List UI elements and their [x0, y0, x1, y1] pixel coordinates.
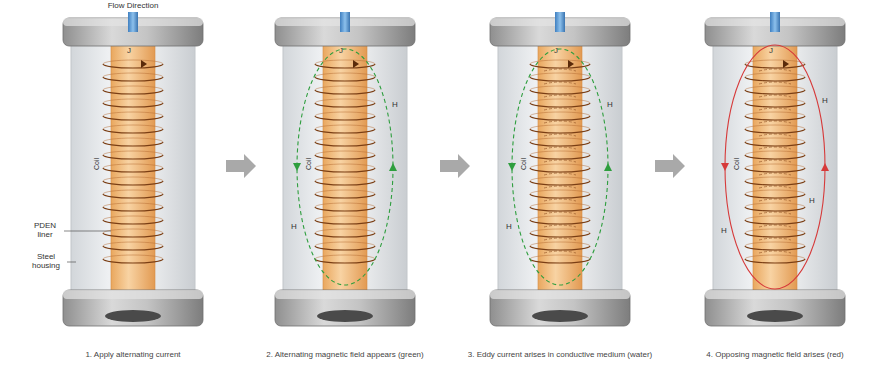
- field-symbol: H: [807, 196, 817, 205]
- coil-label: Coil: [520, 149, 528, 179]
- field-symbol: H: [504, 222, 514, 231]
- eddy-current: [759, 69, 791, 253]
- coil-winding: [530, 60, 590, 263]
- field-symbol: H: [390, 100, 400, 109]
- step-arrows: [226, 154, 685, 178]
- part-label: PDEN liner: [28, 221, 62, 239]
- step-caption: 1. Apply alternating current: [28, 350, 238, 359]
- leader-lines: [64, 231, 111, 262]
- field-symbol: H: [719, 226, 729, 235]
- current-symbol: J: [336, 46, 346, 55]
- coil-label: Coil: [733, 149, 741, 179]
- step-caption: 3. Eddy current arises in conductive med…: [455, 350, 665, 359]
- magnetic-field-line: [293, 49, 397, 285]
- coil-winding: [315, 60, 375, 263]
- current-symbol: J: [766, 46, 776, 55]
- field-symbol: H: [289, 222, 299, 231]
- flow-direction-label: Flow Direction: [88, 1, 178, 10]
- step-caption: 2. Alternating magnetic field appears (g…: [240, 350, 450, 359]
- current-symbol: J: [124, 46, 134, 55]
- coil-winding: [745, 60, 805, 263]
- coil-winding: [103, 60, 163, 263]
- part-label: Steel housing: [26, 252, 66, 270]
- magnetic-field-line: [508, 49, 612, 285]
- step-caption: 4. Opposing magnetic field arises (red): [670, 350, 880, 359]
- coil-label: Coil: [93, 149, 101, 179]
- field-symbol: H: [605, 100, 615, 109]
- current-symbol: J: [551, 46, 561, 55]
- eddy-current: [544, 69, 576, 253]
- opposing-field-line: [721, 45, 829, 289]
- coil-label: Coil: [305, 149, 313, 179]
- field-symbol: H: [820, 96, 830, 105]
